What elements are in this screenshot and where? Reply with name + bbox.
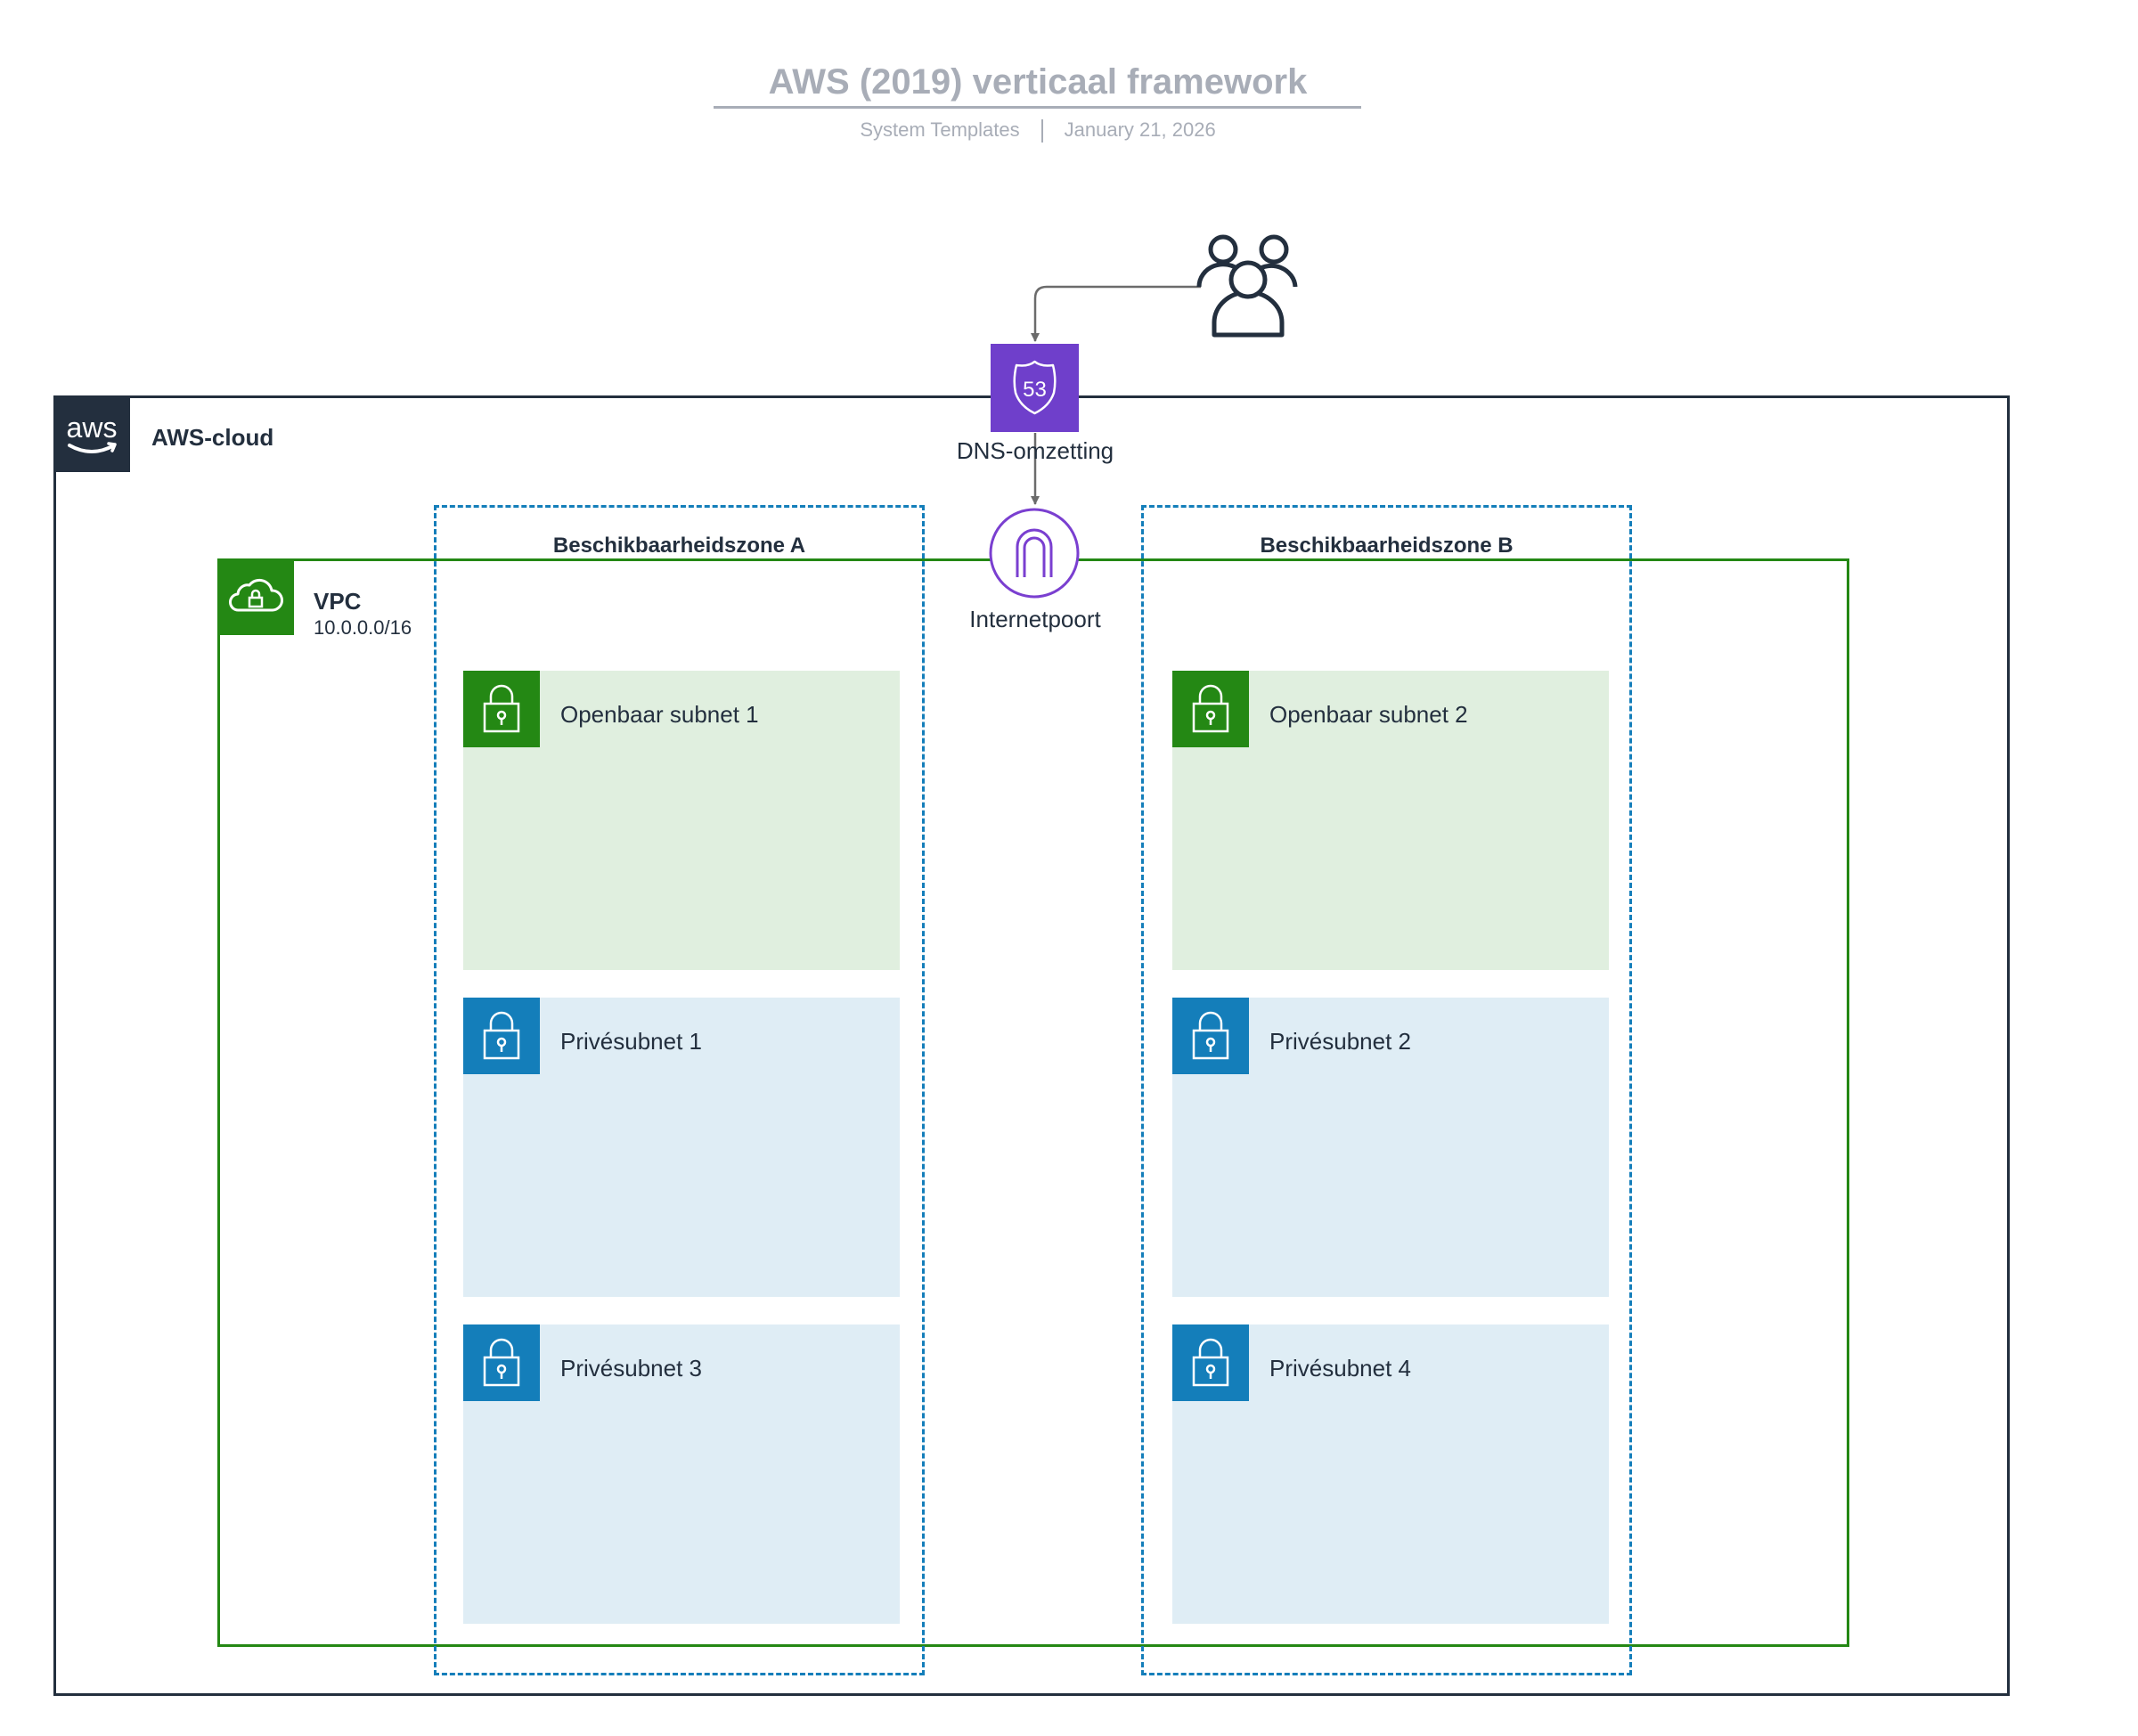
subtitle-date: January 21, 2026 xyxy=(1064,118,1216,141)
subnet-label: Openbaar subnet 2 xyxy=(1269,701,1468,728)
subnet-label: Privésubnet 1 xyxy=(560,1028,702,1055)
page-title: AWS (2019) verticaal framework xyxy=(768,62,1308,102)
padlock-icon xyxy=(1172,1324,1249,1401)
vpc-label: VPC xyxy=(314,588,362,615)
subnet-public-1[interactable]: Openbaar subnet 1 xyxy=(463,671,900,970)
aws-logo-icon: aws xyxy=(53,395,130,472)
padlock-icon xyxy=(463,1324,540,1401)
users-to-dns-arrow xyxy=(1031,285,1201,342)
internet-gateway-icon[interactable] xyxy=(987,506,1081,600)
subnet-private-4[interactable]: Privésubnet 4 xyxy=(1172,1324,1609,1624)
gateway-label: Internetpoort xyxy=(969,606,1101,632)
padlock-icon xyxy=(1172,998,1249,1074)
dns-label: DNS-omzetting xyxy=(956,437,1114,464)
aws-cloud-label: AWS-cloud xyxy=(151,424,274,451)
aws-logo-text: aws xyxy=(67,412,118,444)
subnet-label: Privésubnet 2 xyxy=(1269,1028,1411,1055)
route53-shield-icon[interactable]: 53 xyxy=(991,344,1079,432)
subtitle-divider xyxy=(1040,119,1043,143)
vpc-cidr: 10.0.0.0/16 xyxy=(314,616,412,639)
vpc-cloud-lock-icon xyxy=(217,558,294,635)
page-subtitle: System Templates January 21, 2026 xyxy=(0,118,2076,143)
padlock-icon xyxy=(463,671,540,747)
subtitle-source: System Templates xyxy=(860,118,1020,141)
subnet-private-1[interactable]: Privésubnet 1 xyxy=(463,998,900,1297)
padlock-icon xyxy=(463,998,540,1074)
subnet-label: Privésubnet 4 xyxy=(1269,1355,1411,1381)
title-underline xyxy=(714,106,1361,109)
route53-badge: 53 xyxy=(1023,378,1047,402)
users-icon[interactable] xyxy=(1185,230,1310,344)
padlock-icon xyxy=(1172,671,1249,747)
subnet-private-3[interactable]: Privésubnet 3 xyxy=(463,1324,900,1624)
availability-zone-a[interactable] xyxy=(434,505,925,1675)
subnet-label: Privésubnet 3 xyxy=(560,1355,702,1381)
availability-zone-a-label: Beschikbaarheidszone A xyxy=(552,534,806,558)
subnet-private-2[interactable]: Privésubnet 2 xyxy=(1172,998,1609,1297)
subnet-label: Openbaar subnet 1 xyxy=(560,701,759,728)
availability-zone-b-label: Beschikbaarheidszone B xyxy=(1260,534,1514,558)
subnet-public-2[interactable]: Openbaar subnet 2 xyxy=(1172,671,1609,970)
availability-zone-b[interactable] xyxy=(1141,505,1632,1675)
